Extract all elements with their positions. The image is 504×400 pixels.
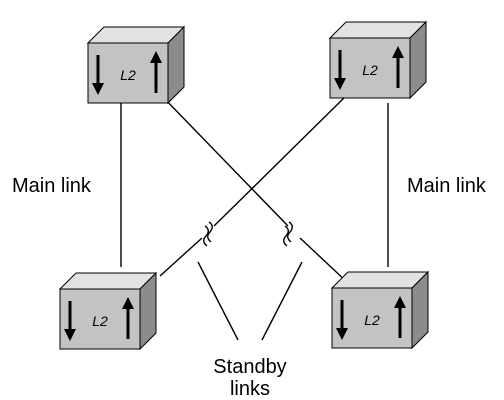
box-top-face <box>86 26 186 44</box>
switch-top-left: L2 <box>86 25 186 105</box>
down-arrow-icon <box>336 300 348 340</box>
box-top-face <box>58 272 158 290</box>
up-arrow-icon <box>394 296 406 338</box>
standby-label-line1: Standby <box>213 356 286 378</box>
main-link-label-left: Main link <box>12 175 92 197</box>
standby-pointer-right <box>261 261 303 341</box>
box-top-face <box>328 21 428 39</box>
down-arrow-icon <box>64 301 76 341</box>
down-arrow-icon <box>92 55 104 95</box>
switch-layer-label: L2 <box>362 62 378 78</box>
standby-label-line2: links <box>230 378 270 400</box>
up-arrow-icon <box>122 297 134 339</box>
up-arrow-icon <box>392 46 404 88</box>
standby-pointer-left <box>197 261 239 341</box>
box-top-face <box>330 271 430 289</box>
standby-link-right-to-left <box>159 93 349 277</box>
switch-layer-label: L2 <box>364 312 380 328</box>
main-link-label-right: Main link <box>407 175 487 197</box>
down-arrow-icon <box>334 50 346 90</box>
up-arrow-icon <box>150 51 162 93</box>
box-front-face <box>329 37 411 99</box>
standby-link-left-to-right <box>159 93 349 284</box>
switch-top-right: L2 <box>328 20 428 100</box>
switch-layer-label: L2 <box>92 313 108 329</box>
switch-bottom-right: L2 <box>330 270 430 350</box>
switch-bottom-left: L2 <box>58 271 158 351</box>
switch-layer-label: L2 <box>120 67 136 83</box>
